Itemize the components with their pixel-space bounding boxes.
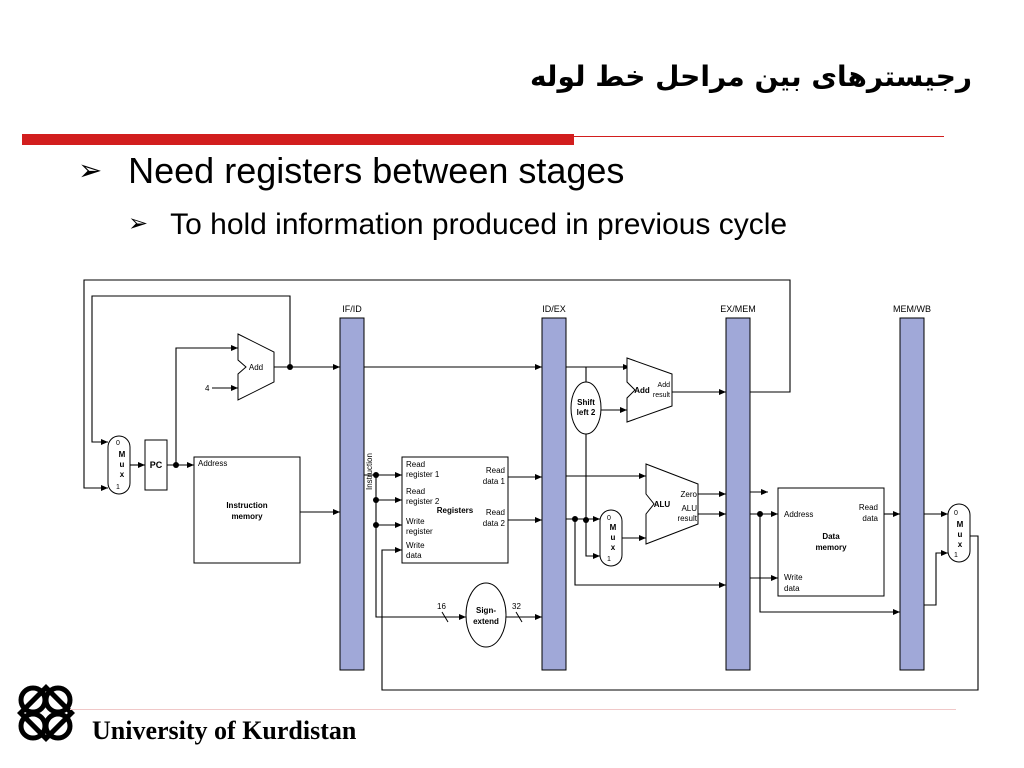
write-back-mux: 0 M u x 1 (947, 503, 971, 563)
svg-text:u: u (958, 530, 963, 539)
title-underline-bar (22, 134, 574, 145)
title-underline-rule (574, 136, 944, 137)
bits-32-label: 32 (512, 602, 521, 611)
svg-text:result: result (677, 514, 697, 523)
svg-text:ALU: ALU (681, 504, 697, 513)
svg-text:Address: Address (198, 459, 227, 468)
svg-text:Read: Read (406, 460, 425, 469)
svg-text:register 2: register 2 (406, 497, 440, 506)
svg-text:Shift: Shift (577, 398, 595, 407)
svg-text:M: M (957, 520, 964, 529)
svg-text:1: 1 (607, 556, 611, 563)
svg-text:Write: Write (406, 541, 425, 550)
svg-text:Read: Read (486, 508, 505, 517)
svg-text:Read: Read (406, 487, 425, 496)
register-file: Read register 1 Read register 2 Write re… (401, 456, 509, 564)
sign-extend-unit: Sign- extend (465, 582, 507, 648)
svg-text:Read: Read (859, 503, 878, 512)
mem-wb-label: MEM/WB (893, 304, 931, 314)
branch-adder: Add Add result (626, 357, 673, 423)
svg-text:Write: Write (406, 517, 425, 526)
svg-text:Write: Write (784, 573, 803, 582)
svg-text:0: 0 (607, 515, 611, 522)
svg-text:Data: Data (822, 532, 840, 541)
svg-text:data: data (406, 551, 422, 560)
instruction-memory: Address Instruction memory (193, 456, 301, 564)
svg-text:Zero: Zero (681, 490, 698, 499)
data-memory: Address Read data Data memory Write data (777, 487, 885, 597)
svg-text:0: 0 (954, 510, 958, 517)
arrow-bullet-icon: ➢ (78, 155, 103, 187)
pc-mux: 0 M u x 1 (107, 435, 131, 495)
svg-text:Add: Add (249, 363, 263, 372)
svg-text:M: M (119, 450, 126, 459)
svg-text:left 2: left 2 (577, 408, 596, 417)
pipeline-register-if-id: IF/ID (339, 304, 365, 671)
svg-text:Registers: Registers (437, 506, 474, 515)
svg-text:Address: Address (784, 510, 813, 519)
svg-text:result: result (653, 392, 670, 399)
svg-text:1: 1 (116, 484, 120, 491)
svg-text:memory: memory (815, 543, 847, 552)
arrow-bullet-icon: ➢ (128, 210, 149, 237)
svg-text:data 2: data 2 (483, 519, 506, 528)
university-name: University of Kurdistan (92, 716, 357, 745)
svg-text:ALU: ALU (654, 500, 671, 509)
svg-text:Sign-: Sign- (476, 606, 496, 615)
bullet-level1-text: Need registers between stages (128, 150, 625, 191)
bullet-level2: ➢ To hold information produced in previou… (128, 208, 787, 242)
svg-text:0: 0 (116, 440, 120, 447)
pc-adder: Add (237, 333, 275, 401)
svg-text:PC: PC (150, 460, 163, 470)
svg-text:data: data (862, 514, 878, 523)
svg-text:u: u (120, 460, 125, 469)
pipeline-register-mem-wb: MEM/WB (893, 304, 931, 671)
footer-rule (70, 709, 956, 710)
svg-text:x: x (958, 540, 963, 549)
svg-text:u: u (611, 533, 616, 542)
svg-text:Add: Add (634, 386, 650, 395)
svg-text:x: x (120, 470, 125, 479)
id-ex-label: ID/EX (542, 304, 566, 314)
constant-four: 4 (205, 384, 210, 393)
svg-text:register: register (406, 527, 433, 536)
alu: ALU Zero ALU result (645, 463, 699, 545)
instruction-label: Instruction (365, 453, 374, 490)
svg-text:Read: Read (486, 466, 505, 475)
svg-text:register 1: register 1 (406, 470, 440, 479)
kurdistan-knot-logo (17, 684, 75, 742)
svg-text:1: 1 (954, 552, 958, 559)
if-id-label: IF/ID (342, 304, 362, 314)
slide-title: رجیسترهای بین مراحل خط لوله (529, 60, 972, 93)
svg-text:memory: memory (231, 512, 263, 521)
pipeline-register-id-ex: ID/EX (541, 304, 567, 671)
pipeline-register-ex-mem: EX/MEM (720, 304, 756, 671)
program-counter: PC (144, 439, 168, 491)
shift-left-2-unit: Shift left 2 (570, 381, 602, 435)
bullet-level1: ➢ Need registers between stages (78, 150, 624, 192)
ex-mem-label: EX/MEM (720, 304, 756, 314)
svg-text:extend: extend (473, 617, 499, 626)
svg-text:x: x (611, 543, 616, 552)
svg-text:Add: Add (658, 382, 671, 389)
svg-text:Instruction: Instruction (226, 501, 267, 510)
bits-16-label: 16 (437, 602, 446, 611)
bullet-level2-text: To hold information produced in previous… (170, 208, 788, 241)
svg-text:data 1: data 1 (483, 477, 506, 486)
alu-src-mux: 0 M u x 1 (599, 509, 623, 567)
svg-text:M: M (610, 523, 617, 532)
svg-text:data: data (784, 584, 800, 593)
